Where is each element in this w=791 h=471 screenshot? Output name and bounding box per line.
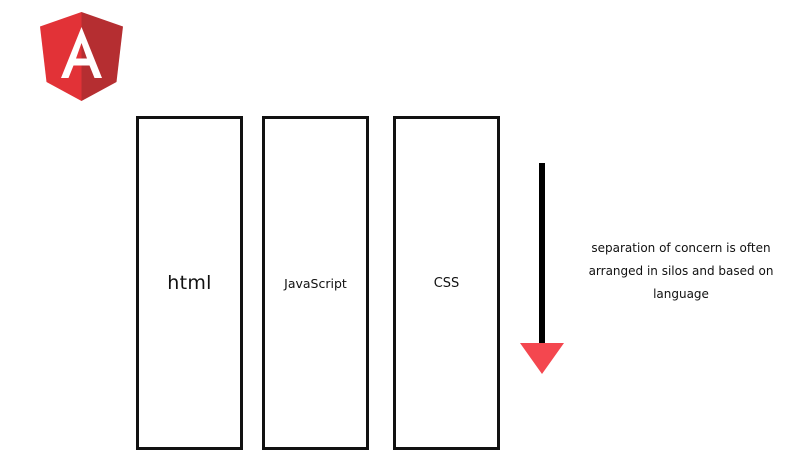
javascript-silo-label: JavaScript [284,275,347,291]
angular-shield-right [81,12,123,101]
html-silo-label: html [167,272,212,294]
arrow-head [520,343,564,374]
angular-letter-a [61,27,102,78]
css-silo: CSS [393,116,500,450]
html-silo: html [136,116,243,450]
angular-logo-icon [40,12,123,101]
arrow-shaft [539,163,545,349]
down-arrow-icon [520,163,564,374]
angular-shield-left [40,12,82,101]
css-silo-label: CSS [433,275,460,291]
javascript-silo: JavaScript [262,116,369,450]
separation-caption: separation of concern is often arranged … [588,241,774,301]
